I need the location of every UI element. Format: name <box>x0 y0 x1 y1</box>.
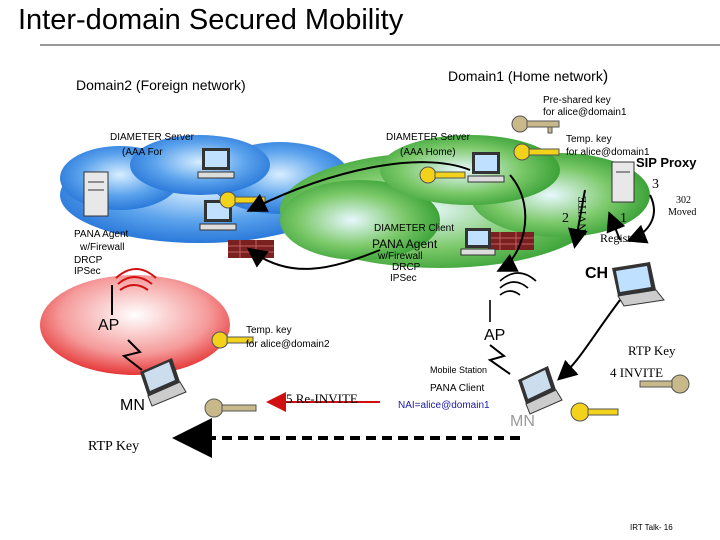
foreign-network-cloud <box>60 135 350 243</box>
key-rtp-right-icon <box>639 374 690 394</box>
page-title: Inter-domain Secured Mobility <box>18 4 404 36</box>
register-label: Register <box>600 231 640 245</box>
step-1-label: 1 <box>620 211 627 226</box>
firewall-mid-icon <box>488 232 534 250</box>
arrow-home-to-foreign <box>246 161 471 212</box>
psk-line1: Pre-shared key <box>543 95 611 106</box>
lightning-links <box>121 339 511 375</box>
temp-key-top-2: for alice@domain1 <box>566 147 650 158</box>
domain1-text: Domain1 (Home network <box>448 68 603 84</box>
key-mn-left-icon <box>204 398 257 418</box>
ipsec-left-label: IPSec <box>74 266 101 277</box>
drcp-left-label: DRCP <box>74 255 103 266</box>
aaa-foreign-server-icon <box>83 171 109 217</box>
mn-right-laptop-icon <box>518 366 563 415</box>
nai-label: NAI=alice@domain1 <box>398 400 490 411</box>
aaa-foreign-label: (AAA For <box>122 147 163 158</box>
firewall-left-label: w/Firewall <box>80 242 125 253</box>
ch-label: CH <box>585 265 609 282</box>
key-mn-right-icon <box>570 402 619 422</box>
psk-line2: for alice@domain1 <box>543 108 627 118</box>
key-temp-mid-icon <box>211 331 254 349</box>
pana-agent-left-label: PANA Agent <box>74 229 129 240</box>
mn-right-label: MN <box>510 413 535 430</box>
temp-key-mid-2: for alice@domain2 <box>246 339 330 350</box>
domain1-paren: ) <box>602 68 609 85</box>
drcp-mid-label: DRCP <box>392 262 421 273</box>
temp-key-top-1: Temp. key <box>566 134 612 145</box>
aaa-home-computer-icon <box>467 152 505 183</box>
dia-client-label: DIAMETER Client <box>374 223 455 234</box>
moved-302-a: 302 <box>676 195 691 206</box>
ap-left-radio-icon <box>111 268 157 315</box>
step-3-label: 3 <box>652 177 659 192</box>
ch-laptop-icon <box>612 262 665 307</box>
rtp-key-left-label: RTP Key <box>88 439 140 454</box>
key-home-cloud-icon <box>419 166 466 184</box>
footer-label: IRT Talk- 16 <box>630 523 673 532</box>
ap-mid-radio-icon <box>489 272 537 322</box>
ap-left-cell <box>40 275 230 375</box>
arrow-register-1 <box>606 211 626 241</box>
arrow-home-to-pana <box>496 174 527 272</box>
ipsec-mid-label: IPSec <box>390 273 417 284</box>
firewall-left-icon <box>228 240 274 258</box>
arrow-invite-2 <box>568 189 588 249</box>
dia-server-left-computer-icon <box>197 148 235 179</box>
dia-server-home-label: DIAMETER Server <box>386 132 470 143</box>
pana-agent-mid-computer-icon <box>460 228 496 256</box>
aaa-home-label: (AAA Home) <box>400 147 456 158</box>
pana-client-label: PANA Client <box>430 383 485 394</box>
domain2-label: Domain2 (Foreign network) <box>76 77 246 93</box>
sip-proxy-server-icon <box>611 161 635 203</box>
step-2-label: 2 <box>562 211 569 226</box>
arrow-pana-to-foreign <box>246 247 381 270</box>
reinvite-label: 5 Re-INVITE <box>286 391 358 406</box>
dia-server-left-label: DIAMETER Server <box>110 132 194 143</box>
key-psk-icon <box>511 115 560 134</box>
moved-302-b: Moved <box>668 207 697 218</box>
mn-left-laptop-icon <box>140 358 187 407</box>
firewall-mid-label: w/Firewall <box>378 251 423 262</box>
sip-proxy-label: SIP Proxy <box>636 155 697 170</box>
rtp-key-right-label: RTP Key <box>628 343 676 358</box>
flow-arrows <box>246 161 655 412</box>
invite-4-label: 4 INVITE <box>610 365 664 380</box>
mn-left-label: MN <box>120 397 145 414</box>
arrow-invite-4 <box>557 299 621 381</box>
ap-left-label: AP <box>98 317 120 334</box>
key-temp-home-icon <box>513 143 560 161</box>
domain1-label: Domain1 (Home network) <box>448 69 608 85</box>
temp-key-mid-1: Temp. key <box>246 325 292 336</box>
pana-agent-mid-label: PANA Agent <box>372 237 438 251</box>
invite-vertical-label: INVITE <box>575 196 589 236</box>
arrow-302-moved <box>626 194 655 244</box>
psk-line2-text: for alice@domain1 <box>543 107 627 118</box>
ap-mid-label: AP <box>484 327 506 344</box>
mobile-station-label: Mobile Station <box>430 365 488 375</box>
